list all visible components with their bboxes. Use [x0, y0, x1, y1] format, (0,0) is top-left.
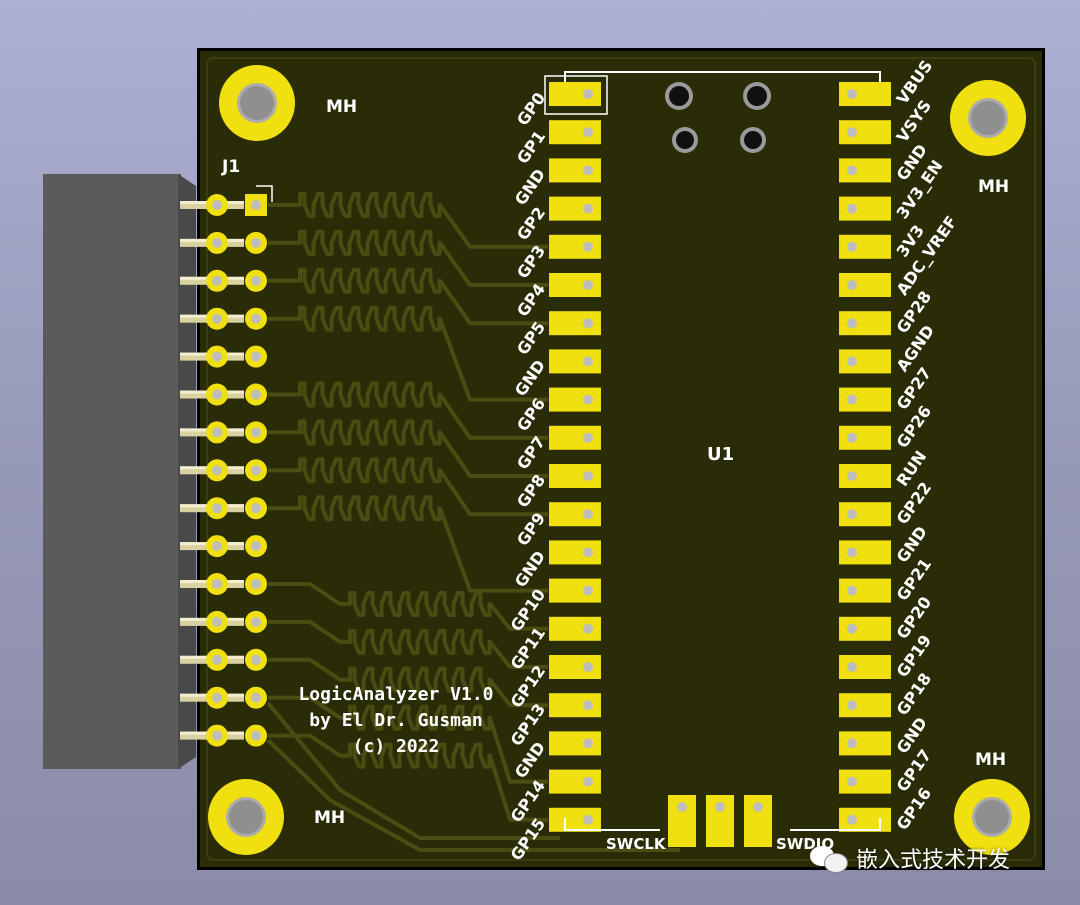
ground-pour-outline [206, 57, 1036, 861]
signal-trace [268, 419, 548, 478]
left-pad-6: GP4 [513, 273, 601, 320]
swd-pads [668, 795, 772, 847]
board-title-line3: (c) 2022 [353, 736, 440, 757]
module-outline-bottom-right [790, 818, 881, 831]
usb-mounting-holes [665, 82, 771, 153]
j1-pin-8 [180, 459, 267, 482]
mh-label-bottom-left: MH [314, 808, 345, 828]
j1-pin-4 [180, 307, 267, 330]
board-title-line2: by El Dr. Gusman [309, 710, 482, 731]
module-ref-label: U1 [707, 444, 734, 465]
j1-pin-7 [180, 421, 267, 444]
mh-label-top-right: MH [978, 177, 1009, 197]
j1-pin-15 [180, 724, 267, 747]
signal-trace [268, 305, 548, 402]
watermark: 嵌入式技术开发 [810, 838, 1010, 878]
signal-trace [268, 657, 548, 708]
j1-pin-6 [180, 383, 267, 406]
pin1-marker [544, 75, 608, 115]
watermark-text: 嵌入式技术开发 [856, 848, 1011, 873]
j1-pin-14 [180, 686, 267, 709]
mounting-hole-top-right [950, 80, 1026, 156]
wechat-icon [810, 843, 848, 873]
module-outline-top [564, 71, 881, 82]
j1-pin-5 [180, 345, 267, 368]
mounting-hole-bottom-right [954, 779, 1030, 855]
mounting-hole-bottom-left [208, 779, 284, 855]
signal-trace [268, 733, 548, 822]
signal-trace [268, 495, 548, 593]
trace-layer [266, 192, 680, 852]
swclk-label: SWCLK [606, 835, 667, 853]
j1-pin-10 [180, 535, 267, 558]
board-title-line1: LogicAnalyzer V1.0 [298, 684, 493, 705]
connector-pins-j1 [180, 194, 267, 747]
signal-trace [268, 457, 548, 517]
j1-pin-11 [180, 573, 267, 595]
module-outline-bottom-left [564, 818, 660, 831]
signal-trace [268, 381, 548, 440]
j1-pin-2 [180, 231, 267, 254]
signal-trace [268, 582, 548, 631]
signal-trace [268, 267, 548, 326]
mounting-hole-top-left [219, 65, 295, 141]
j1-pin-12 [180, 610, 267, 633]
right-pad-3: GND [839, 141, 931, 184]
j1-pin-9 [180, 497, 267, 520]
mh-label-top-left: MH [326, 97, 357, 117]
connector-body [43, 174, 181, 769]
j1-pin1-marker [256, 185, 273, 202]
j1-pin-3 [180, 269, 267, 292]
mh-label-bottom-right: MH [975, 750, 1006, 770]
signal-trace [268, 192, 548, 249]
j1-pin-13 [180, 648, 267, 671]
signal-trace [268, 695, 548, 784]
connector-ref-label: J1 [221, 157, 240, 177]
j1-pin-1 [180, 194, 267, 216]
signal-trace [268, 619, 548, 669]
signal-trace [268, 229, 548, 287]
ground-trace [266, 701, 560, 840]
ground-trace [266, 738, 680, 852]
